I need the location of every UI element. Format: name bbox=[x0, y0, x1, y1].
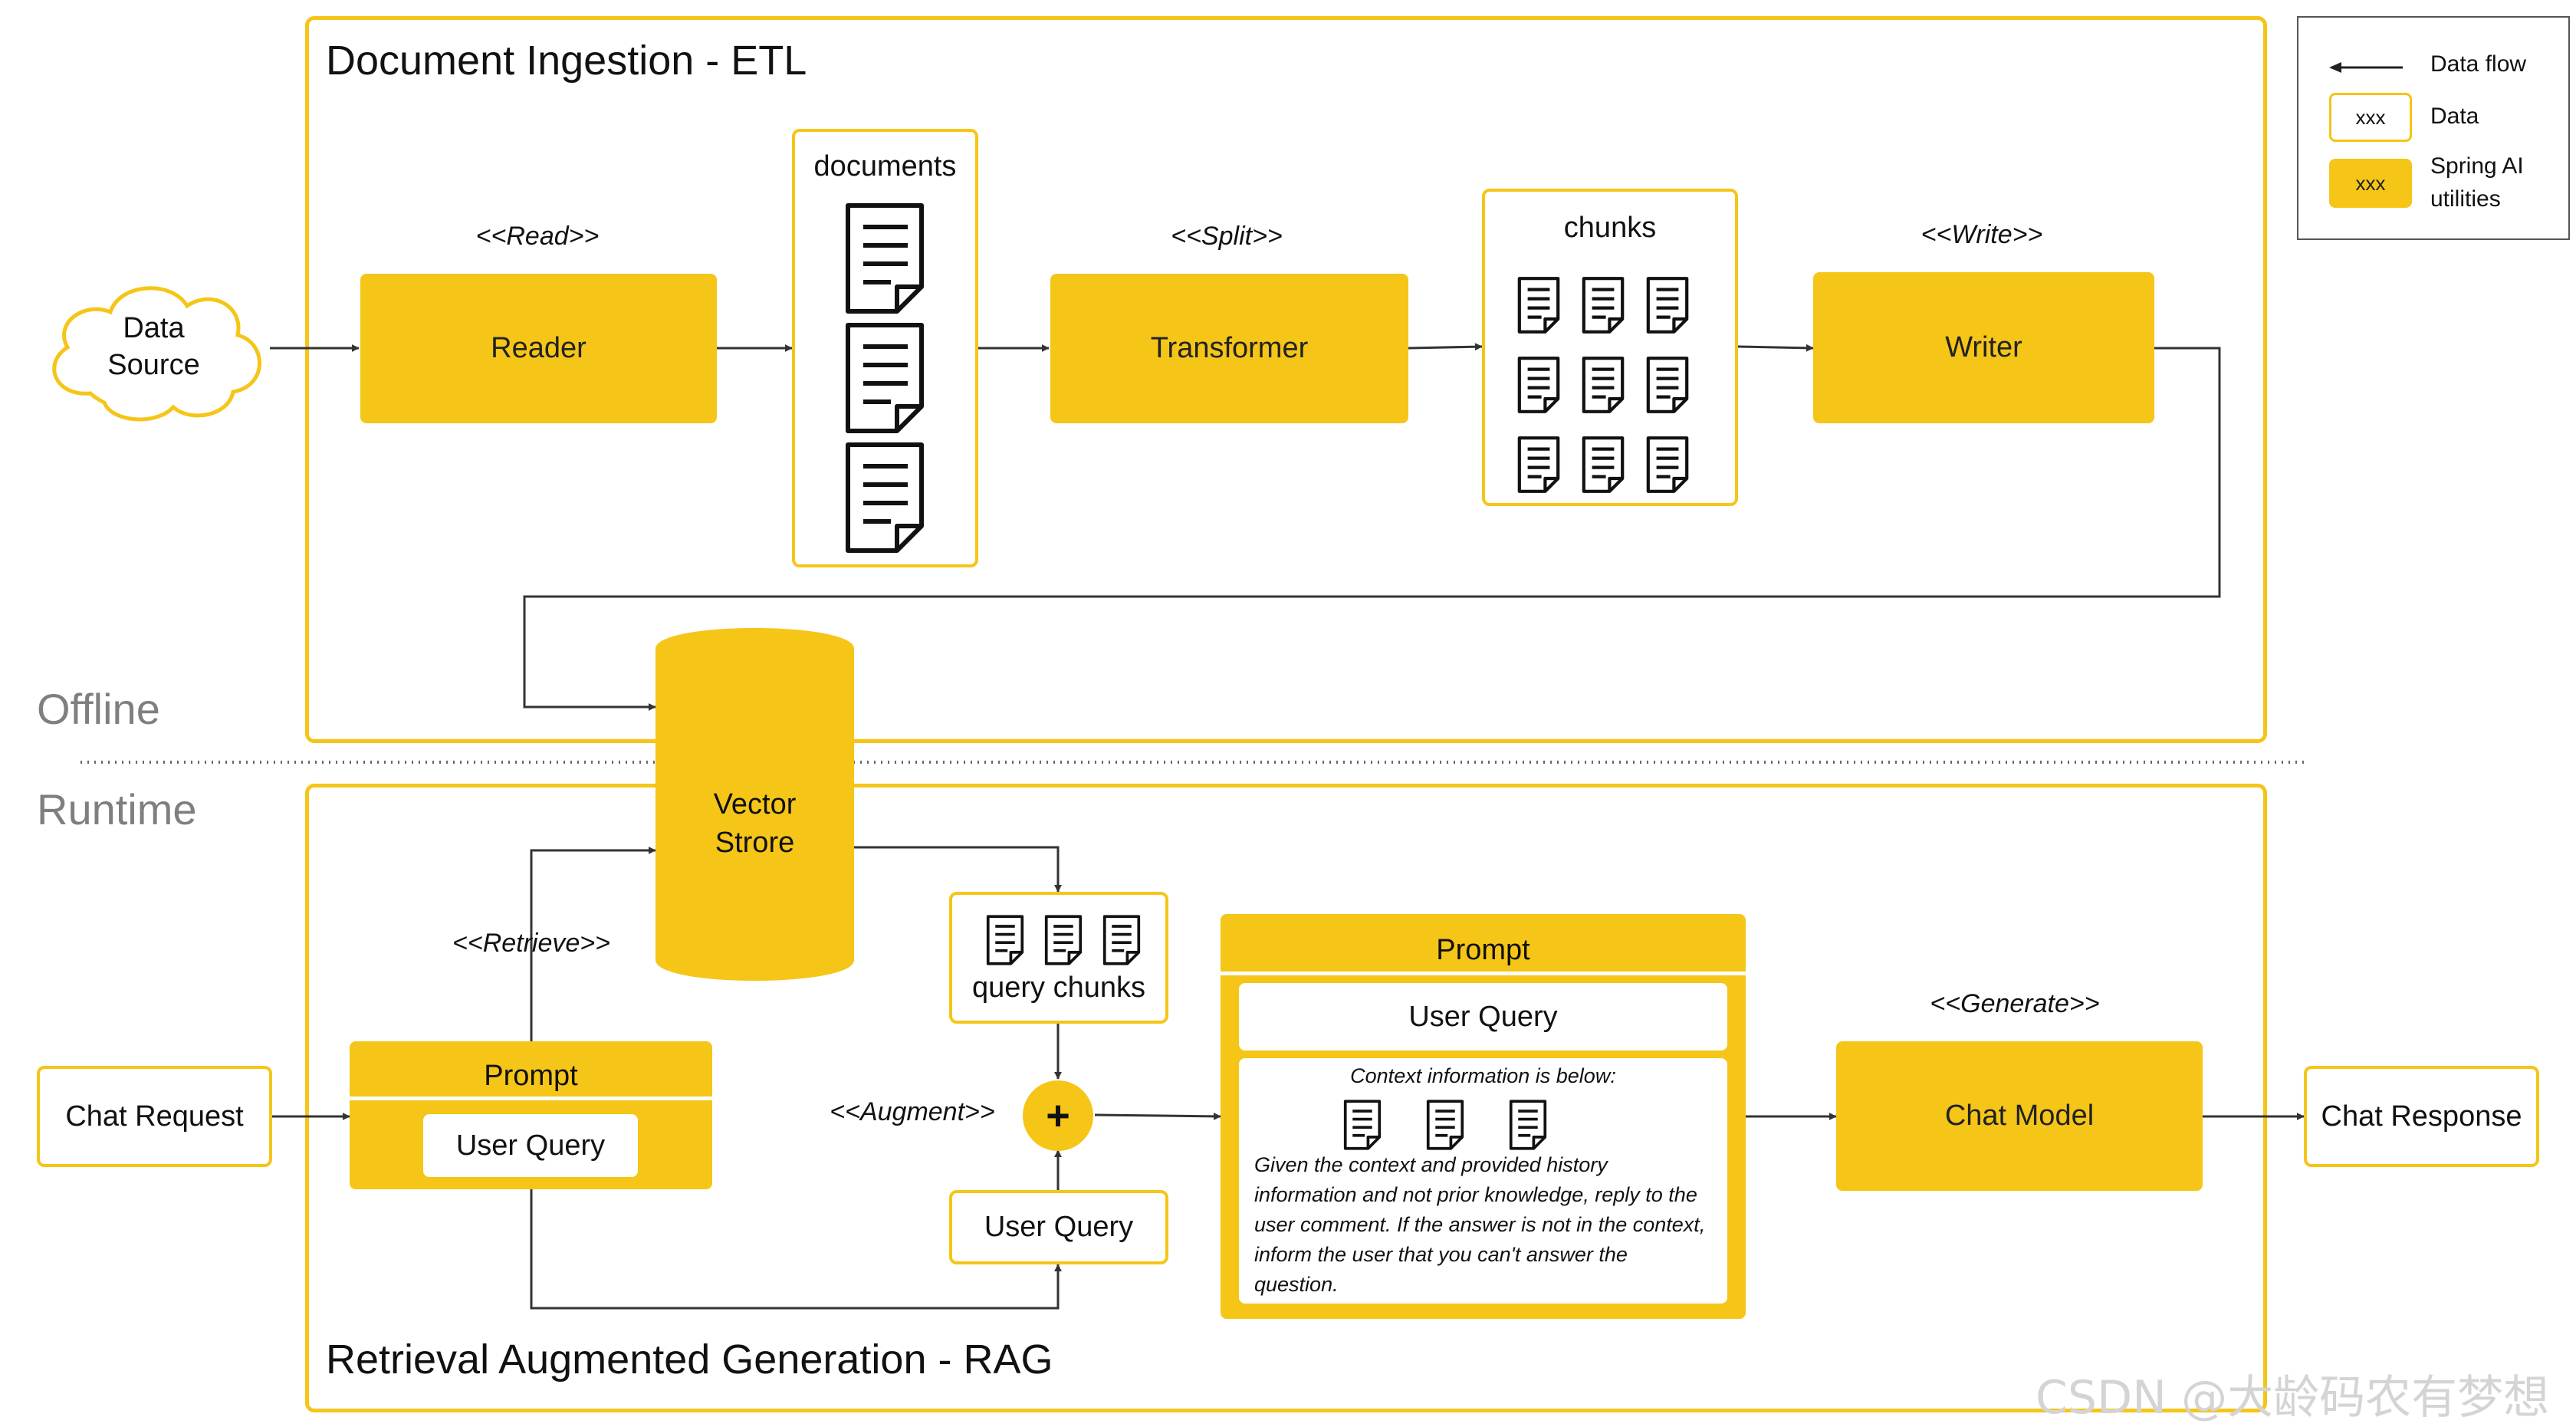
flow-prompt-user-query-to-augment-input bbox=[530, 1189, 1062, 1310]
prompt-user-query-box: User Query bbox=[423, 1114, 638, 1177]
flow-writer-to-vector-store bbox=[523, 347, 2221, 711]
flow-vector-store-to-query-chunks bbox=[854, 846, 1062, 893]
data-flow-arrow-icon bbox=[2329, 62, 2403, 73]
etl-section-title: Document Ingestion - ETL bbox=[326, 38, 807, 84]
document-icon bbox=[1646, 277, 1689, 334]
query-chunks-label: query chunks bbox=[971, 972, 1145, 1004]
chat-request-box: Chat Request bbox=[37, 1066, 272, 1167]
prompt-header: Prompt bbox=[484, 1060, 578, 1092]
vector-store-label-line1: Vector bbox=[713, 788, 797, 820]
writer-box: Writer bbox=[1813, 272, 2154, 423]
context-chunk-icons bbox=[1342, 1098, 1625, 1152]
data-source-label-line2: Source bbox=[107, 349, 200, 381]
split-stereotype: <<Split>> bbox=[1171, 222, 1283, 251]
transformer-box: Transformer bbox=[1050, 274, 1408, 423]
read-stereotype: <<Read>> bbox=[475, 222, 600, 251]
chat-model-box: Chat Model bbox=[1836, 1041, 2203, 1191]
rag-section-title: Retrieval Augmented Generation - RAG bbox=[326, 1337, 1053, 1383]
legend-data-flow-label: Data flow bbox=[2430, 51, 2527, 77]
data-source-cloud: Data Source bbox=[37, 272, 271, 424]
chunks-label: chunks bbox=[1563, 212, 1657, 244]
data-source-label-line1: Data bbox=[123, 312, 185, 344]
prompt-divider bbox=[350, 1097, 712, 1100]
flow-prompt-to-vector-store bbox=[530, 847, 656, 1041]
document-icon bbox=[1517, 436, 1560, 493]
document-icon bbox=[846, 442, 924, 553]
chunk-icon-grid bbox=[1516, 275, 1707, 493]
documents-container: documents bbox=[792, 129, 978, 567]
document-icon bbox=[986, 915, 1024, 965]
document-icon bbox=[1426, 1100, 1464, 1150]
final-prompt-divider bbox=[1221, 972, 1746, 975]
document-icon bbox=[1044, 915, 1083, 965]
context-intro: Context information is below: bbox=[1350, 1064, 1616, 1087]
legend-util-label-line1: Spring AI bbox=[2430, 153, 2524, 179]
legend-data-label: Data bbox=[2430, 104, 2479, 129]
final-prompt-header: Prompt bbox=[1436, 934, 1530, 966]
query-chunk-icons bbox=[984, 913, 1141, 967]
flow-augment-to-final-prompt bbox=[1094, 1112, 1221, 1120]
document-icon bbox=[1517, 277, 1560, 334]
query-chunks-container: query chunks bbox=[949, 892, 1168, 1024]
document-icon bbox=[1102, 915, 1141, 965]
flow-chunks-to-writer bbox=[1737, 344, 1814, 352]
write-stereotype: <<Write>> bbox=[1921, 220, 2043, 249]
prompt-box: Prompt User Query bbox=[350, 1041, 712, 1189]
chunks-container: chunks bbox=[1482, 189, 1738, 506]
final-prompt-user-query: User Query bbox=[1239, 983, 1727, 1051]
document-icon bbox=[1517, 357, 1560, 413]
legend-data-swatch: xxx bbox=[2329, 93, 2412, 142]
flow-transformer-to-chunks bbox=[1408, 343, 1483, 351]
document-icon bbox=[1646, 357, 1689, 413]
document-icon bbox=[1509, 1100, 1547, 1150]
document-icon bbox=[846, 323, 924, 433]
context-panel: Context information is below: Given the … bbox=[1239, 1058, 1727, 1304]
offline-phase-label: Offline bbox=[37, 685, 160, 733]
documents-label: documents bbox=[813, 150, 957, 182]
final-prompt-box: Prompt User Query Context information is… bbox=[1221, 914, 1746, 1319]
vector-store-label-line2: Strore bbox=[715, 827, 795, 859]
database-cylinder-icon bbox=[656, 628, 854, 981]
legend-util-swatch: xxx bbox=[2329, 159, 2412, 208]
runtime-phase-label: Runtime bbox=[37, 785, 197, 834]
cloud-icon bbox=[52, 286, 261, 422]
rag-section-frame bbox=[305, 784, 2267, 1412]
augment-plus-node: + bbox=[1023, 1080, 1093, 1151]
retrieve-stereotype: <<Retrieve>> bbox=[452, 929, 611, 958]
reader-box: Reader bbox=[360, 274, 717, 423]
document-icon bbox=[1582, 357, 1625, 413]
chat-response-box: Chat Response bbox=[2304, 1066, 2539, 1167]
context-instructions: Given the context and provided history i… bbox=[1254, 1153, 1706, 1296]
vector-store-cylinder: Vector Strore bbox=[656, 627, 854, 981]
etl-section-frame bbox=[305, 16, 2267, 743]
document-icon bbox=[1343, 1100, 1382, 1150]
legend-panel: Data flow xxx Data xxx Spring AI utiliti… bbox=[2297, 16, 2570, 240]
augment-stereotype: <<Augment>> bbox=[830, 1097, 995, 1126]
user-query-box: User Query bbox=[949, 1190, 1168, 1264]
document-icon bbox=[1646, 436, 1689, 493]
generate-stereotype: <<Generate>> bbox=[1930, 989, 2100, 1018]
legend-util-label-line2: utilities bbox=[2430, 186, 2501, 212]
document-icon bbox=[1582, 436, 1625, 493]
document-icon bbox=[1582, 277, 1625, 334]
watermark: CSDN @大龄码农有梦想 bbox=[2036, 1371, 2550, 1425]
document-icon bbox=[846, 203, 924, 314]
